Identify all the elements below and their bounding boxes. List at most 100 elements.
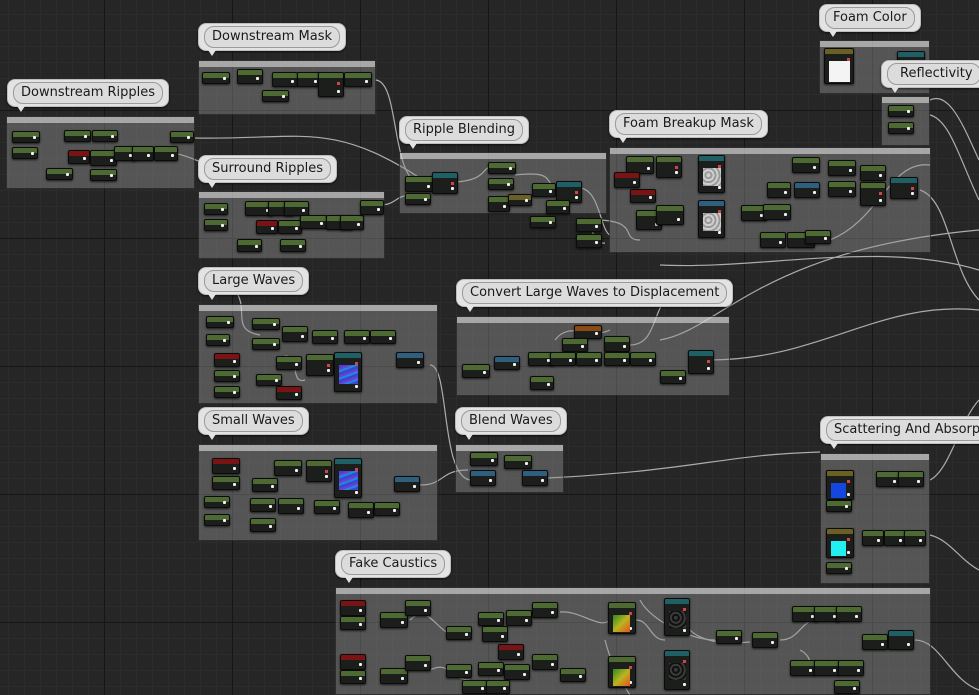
material-node[interactable] [90,169,117,181]
material-node[interactable] [204,496,230,508]
material-node[interactable] [826,562,852,574]
output-pin[interactable] [911,192,914,195]
material-node[interactable] [488,162,516,174]
material-node[interactable] [396,352,424,368]
material-node-with-preview[interactable] [334,458,362,498]
material-node-with-preview[interactable] [334,352,362,392]
material-node[interactable] [278,220,302,234]
output-pin[interactable] [401,677,404,680]
material-node[interactable] [508,194,532,206]
output-pin[interactable] [879,199,882,202]
output-pin[interactable] [223,77,226,80]
material-node[interactable] [838,660,864,676]
output-pin[interactable] [857,669,860,672]
material-node[interactable] [792,606,818,622]
output-pin[interactable] [718,231,721,234]
output-pin[interactable] [266,209,269,212]
material-node[interactable] [405,176,434,192]
output-pin[interactable] [221,208,224,211]
material-node[interactable] [546,200,570,214]
material-node[interactable] [828,181,856,197]
output-pin[interactable] [497,669,500,672]
output-pin[interactable] [269,525,272,528]
output-pin[interactable] [221,224,224,227]
material-node[interactable] [760,232,786,248]
output-pin[interactable] [525,462,528,465]
output-pin[interactable] [355,468,358,471]
output-pin[interactable] [509,167,512,170]
material-node[interactable] [380,612,408,628]
output-pin[interactable] [465,633,468,636]
comment-title-downstream-mask[interactable]: Downstream Mask [198,23,347,56]
output-pin[interactable] [295,469,298,472]
output-pin[interactable] [547,359,550,362]
material-node[interactable] [314,500,340,514]
material-node[interactable] [862,634,888,650]
output-pin[interactable] [273,323,276,326]
material-node[interactable] [306,460,332,482]
material-node[interactable] [237,239,262,252]
output-pin[interactable] [233,375,236,378]
output-pin[interactable] [271,485,274,488]
material-node[interactable] [860,165,886,181]
comment-title-surround-ripples[interactable]: Surround Ripples [198,155,338,188]
comment-title-foam-breakup-mask[interactable]: Foam Breakup Mask [609,110,768,143]
material-node[interactable] [250,518,276,532]
material-node[interactable] [763,204,791,220]
comment-title-ripple-blending[interactable]: Ripple Blending [399,116,530,149]
material-node[interactable] [340,670,366,684]
comment-title-scattering-absorption[interactable]: Scattering And Absorption [820,416,979,449]
material-node[interactable] [504,664,530,680]
material-node[interactable] [630,352,656,366]
material-node[interactable] [204,514,230,526]
material-node[interactable] [318,72,344,97]
material-node-with-preview[interactable] [664,650,690,690]
output-pin[interactable] [629,627,632,630]
material-node[interactable] [506,610,532,626]
material-node[interactable] [656,205,684,225]
output-pin[interactable] [359,663,362,666]
material-node[interactable] [212,458,240,474]
material-node[interactable] [380,668,408,684]
comment-title-small-waves[interactable]: Small Waves [198,407,309,440]
material-node[interactable] [374,502,400,516]
output-pin[interactable] [295,363,298,366]
material-node[interactable] [470,452,498,466]
output-pin[interactable] [273,343,276,346]
comment-title-downstream-ripples[interactable]: Downstream Ripples [7,79,170,112]
output-pin[interactable] [879,174,882,177]
material-node[interactable] [344,72,372,87]
material-node[interactable] [890,177,918,199]
material-node[interactable] [660,370,686,384]
comment-title-fake-caustics[interactable]: Fake Caustics [335,550,452,583]
output-pin[interactable] [363,337,366,340]
output-pin[interactable] [297,507,300,510]
material-node[interactable] [834,680,860,694]
output-pin[interactable] [295,393,298,396]
output-pin[interactable] [503,687,506,690]
material-node[interactable] [530,376,554,390]
output-pin[interactable] [549,190,552,193]
material-node[interactable] [340,600,366,616]
material-node[interactable] [862,530,884,546]
output-pin[interactable] [325,475,328,478]
output-pin[interactable] [233,360,236,363]
material-node[interactable] [282,326,308,342]
output-pin[interactable] [855,615,858,618]
material-node-with-preview[interactable] [608,656,636,688]
material-node[interactable] [204,219,228,231]
output-pin[interactable] [275,379,278,382]
material-node[interactable] [405,193,431,205]
output-pin[interactable] [833,669,836,672]
output-pin[interactable] [291,80,294,83]
material-node[interactable] [212,476,240,490]
output-pin[interactable] [301,335,304,338]
output-pin[interactable] [110,174,113,177]
material-node[interactable] [814,606,840,622]
material-node-with-preview[interactable] [826,470,854,500]
material-node[interactable] [284,201,309,216]
material-node[interactable] [252,338,280,350]
output-pin[interactable] [683,629,686,632]
comment-title-reflectivity[interactable]: Reflectivity [881,60,979,93]
output-pin[interactable] [784,213,787,216]
